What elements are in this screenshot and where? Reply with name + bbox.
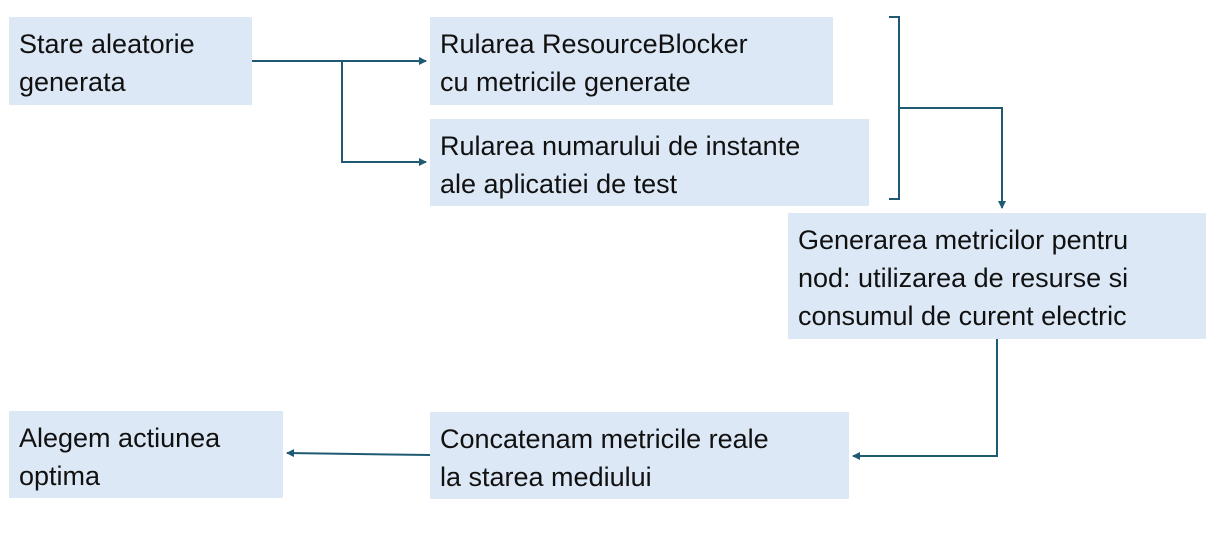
node-run-instances-line-1: Rularea numarului de instante (440, 131, 801, 161)
node-choose-action-line-2: optima (19, 461, 101, 491)
node-random-state-line-1: Stare aleatorie (19, 29, 195, 59)
node-generate-metrics-line-3: consumul de curent electric (798, 301, 1127, 331)
node-choose-action: Alegem actiunea optima (9, 411, 283, 498)
node-run-resourceblocker-line-1: Rularea ResourceBlocker (440, 29, 748, 59)
node-generate-metrics: Generarea metricilor pentru nod: utiliza… (788, 213, 1206, 339)
node-generate-metrics-line-1: Generarea metricilor pentru (798, 225, 1129, 255)
bracket-run-steps (889, 16, 900, 200)
node-concatenate-metrics: Concatenam metricile reale la starea med… (430, 412, 849, 499)
arrow-bracket-to-generate-metrics (899, 107, 1006, 209)
node-run-instances-line-2: ale aplicatiei de test (440, 169, 678, 199)
node-random-state: Stare aleatorie generata (9, 17, 252, 105)
node-run-instances: Rularea numarului de instante ale aplica… (430, 119, 869, 206)
arrow-random-state-to-instances (341, 61, 427, 166)
node-choose-action-line-1: Alegem actiunea (19, 423, 221, 453)
arrow-generate-metrics-to-concatenate (852, 339, 998, 460)
node-run-resourceblocker: Rularea ResourceBlocker cu metricile gen… (430, 17, 833, 105)
arrow-concatenate-to-choose-action (286, 449, 431, 458)
node-concatenate-metrics-line-1: Concatenam metricile reale (440, 424, 769, 454)
node-random-state-line-2: generata (19, 67, 126, 97)
node-generate-metrics-line-2: nod: utilizarea de resurse si (798, 263, 1129, 293)
node-concatenate-metrics-line-2: la starea mediului (440, 462, 652, 492)
node-run-resourceblocker-line-2: cu metricile generate (440, 67, 691, 97)
